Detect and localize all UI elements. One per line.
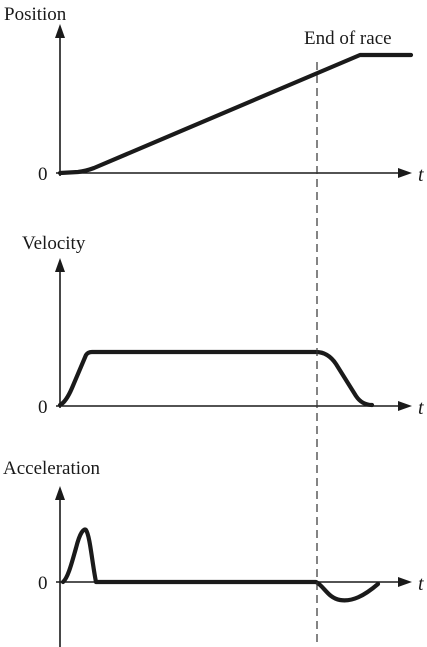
acceleration-y-arrowhead (55, 486, 65, 500)
acceleration-axis-label: Acceleration (3, 458, 101, 479)
end-of-race-annotation: End of race (304, 28, 392, 49)
acceleration-t-label: t (418, 573, 424, 595)
position-graph: Position 0 t End of race (4, 4, 424, 186)
velocity-axis-label: Velocity (22, 233, 86, 254)
velocity-zero-label: 0 (38, 397, 48, 418)
acceleration-t-arrowhead (398, 577, 412, 587)
velocity-y-arrowhead (55, 258, 65, 272)
acceleration-curve (60, 527, 381, 603)
velocity-curve (57, 349, 375, 408)
velocity-t-label: t (418, 397, 424, 419)
acceleration-graph: Acceleration 0 t (3, 458, 424, 647)
position-axis-label: Position (4, 4, 67, 25)
position-zero-label: 0 (38, 164, 48, 185)
position-curve (57, 52, 414, 176)
acceleration-zero-label: 0 (38, 573, 48, 594)
position-y-arrowhead (55, 24, 65, 38)
position-t-label: t (418, 164, 424, 186)
velocity-graph: Velocity 0 t (22, 233, 424, 419)
velocity-t-arrowhead (398, 401, 412, 411)
position-t-arrowhead (398, 168, 412, 178)
